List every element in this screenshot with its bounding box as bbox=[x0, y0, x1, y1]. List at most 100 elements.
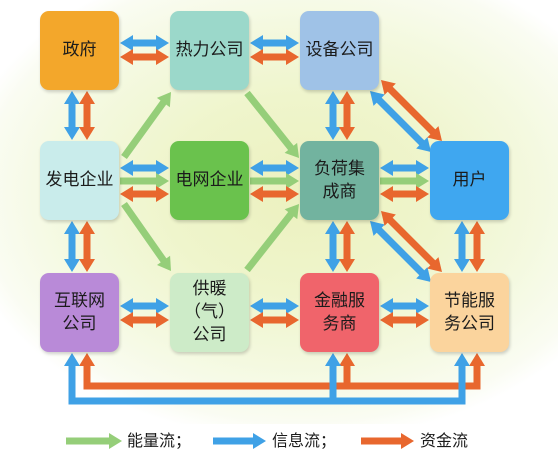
money-flow-arrow-head bbox=[286, 49, 299, 65]
energy-flow-arrow bbox=[120, 173, 169, 189]
energy-flow-arrow-head bbox=[286, 173, 299, 189]
money-flow-arrow-shaft bbox=[387, 86, 436, 135]
info-flow-arrow bbox=[370, 91, 431, 152]
info-flow-arrow-head bbox=[325, 91, 341, 104]
energy-flow-arrow-shaft bbox=[244, 211, 295, 273]
energy-flow-arrow-head bbox=[156, 173, 169, 189]
money-flow-arrow bbox=[339, 91, 355, 140]
info-legend-arrow bbox=[213, 433, 266, 449]
money-flow-bus-head bbox=[469, 353, 485, 366]
info-flow-arrow-head bbox=[380, 298, 393, 314]
money-flow-arrow bbox=[380, 186, 429, 202]
money-flow-arrow-head bbox=[156, 312, 169, 328]
node-label: 务公司 bbox=[444, 313, 495, 334]
money-flow-arrow bbox=[250, 186, 299, 202]
legend-label-money-flow: 资金流 bbox=[420, 431, 469, 450]
legend-label-info-flow: 信息流； bbox=[272, 431, 337, 450]
info-flow-arrow bbox=[120, 298, 169, 314]
energy-flow-arrow bbox=[121, 92, 171, 160]
node-label: 热力公司 bbox=[175, 40, 244, 60]
money-flow-arrow bbox=[339, 221, 355, 272]
info-flow-arrow bbox=[454, 221, 470, 272]
info-flow-arrow bbox=[380, 160, 429, 176]
money-flow-arrow-head bbox=[381, 80, 396, 95]
money-flow-arrow bbox=[381, 211, 442, 272]
info-flow-arrow bbox=[325, 221, 341, 272]
info-flow-arrow bbox=[370, 221, 431, 282]
power-generation-node: 发电企业 bbox=[40, 141, 119, 220]
money-flow-arrow-head bbox=[250, 312, 263, 328]
energy-flow-arrow bbox=[244, 90, 299, 158]
node-label: 供暖 bbox=[192, 279, 227, 299]
grid-company-node: 电网企业 bbox=[170, 141, 249, 220]
info-flow-arrow-head bbox=[64, 127, 80, 140]
money-flow-arrow-head bbox=[469, 259, 485, 272]
money-flow-arrow-head bbox=[79, 221, 95, 234]
money-flow-arrow-head bbox=[416, 186, 429, 202]
info-flow-bus bbox=[64, 353, 470, 405]
money-flow-arrow-head bbox=[286, 312, 299, 328]
money-flow-arrow bbox=[250, 312, 299, 328]
info-flow-arrow-head bbox=[325, 221, 341, 234]
info-flow-arrow-head bbox=[416, 160, 429, 176]
heating-gas-company-node: 供暖 （气） 公司 bbox=[170, 273, 249, 352]
node-label: （气） bbox=[184, 302, 235, 322]
info-flow-bus-head bbox=[64, 353, 80, 366]
money-flow-arrow-head bbox=[416, 312, 429, 328]
info-flow-arrow bbox=[120, 160, 169, 176]
energy-flow-arrow bbox=[244, 204, 299, 273]
node-label: 金融服 bbox=[314, 290, 365, 311]
node-label: 公司 bbox=[192, 325, 227, 345]
node-label: 发电企业 bbox=[45, 170, 114, 190]
node-label: 节能服 bbox=[444, 290, 495, 311]
money-flow-arrow-head bbox=[120, 312, 133, 328]
financial-service-node: 金融服 务商 bbox=[300, 273, 379, 352]
money-flow-arrow-head bbox=[380, 186, 393, 202]
info-flow-arrow-head bbox=[120, 35, 133, 51]
info-flow-arrow bbox=[120, 35, 169, 51]
info-flow-arrow bbox=[64, 91, 80, 140]
legend-label-energy-flow: 能量流； bbox=[127, 431, 192, 450]
info-flow-arrow-head bbox=[416, 298, 429, 314]
node-label: 成商 bbox=[322, 181, 357, 202]
money-flow-arrow-head bbox=[339, 127, 355, 140]
info-flow-arrow-head bbox=[250, 298, 263, 314]
money-flow-arrow-shaft bbox=[387, 217, 436, 266]
node-label: 互联网 bbox=[54, 290, 105, 311]
energy-saving-company-node: 节能服 务公司 bbox=[430, 273, 509, 352]
money-flow-arrow bbox=[79, 91, 95, 140]
money-flow-bus-line bbox=[83, 365, 481, 390]
info-flow-arrow-shaft bbox=[376, 97, 425, 146]
internet-company-node: 互联网 公司 bbox=[40, 273, 119, 352]
info-flow-arrow-head bbox=[370, 221, 385, 236]
info-flow-arrow bbox=[325, 91, 341, 140]
info-flow-arrow-head bbox=[380, 160, 393, 176]
energy-legend-arrow bbox=[66, 433, 122, 449]
info-flow-arrow bbox=[250, 160, 299, 176]
energy-legend-arrow-head bbox=[109, 433, 122, 449]
money-flow-arrow bbox=[250, 49, 299, 65]
info-flow-arrow-head bbox=[286, 298, 299, 314]
info-flow-arrow-head bbox=[156, 160, 169, 176]
info-flow-arrow-head bbox=[286, 160, 299, 176]
money-flow-arrow-head bbox=[380, 312, 393, 328]
info-flow-arrow bbox=[380, 298, 429, 314]
money-flow-arrow-head bbox=[120, 186, 133, 202]
money-flow-arrow-head bbox=[427, 257, 442, 272]
user-node: 用户 bbox=[430, 141, 509, 220]
node-label: 设备公司 bbox=[305, 40, 374, 60]
info-flow-arrow-head bbox=[120, 160, 133, 176]
energy-flow-arrow-shaft bbox=[121, 201, 167, 264]
energy-flow-arrow-head bbox=[284, 204, 299, 220]
load-integrator-node: 负荷集 成商 bbox=[300, 141, 379, 220]
energy-flow-arrow-head bbox=[284, 142, 299, 158]
money-flow-arrow bbox=[381, 80, 442, 141]
money-legend-arrow bbox=[361, 433, 414, 449]
money-flow-arrow bbox=[120, 186, 169, 202]
info-flow-arrow-head bbox=[286, 35, 299, 51]
money-flow-arrow-head bbox=[339, 259, 355, 272]
info-flow-arrow-head bbox=[416, 267, 431, 282]
government-node: 政府 bbox=[40, 11, 119, 90]
money-flow-arrow-head bbox=[250, 186, 263, 202]
money-flow-bus-head bbox=[339, 353, 355, 366]
